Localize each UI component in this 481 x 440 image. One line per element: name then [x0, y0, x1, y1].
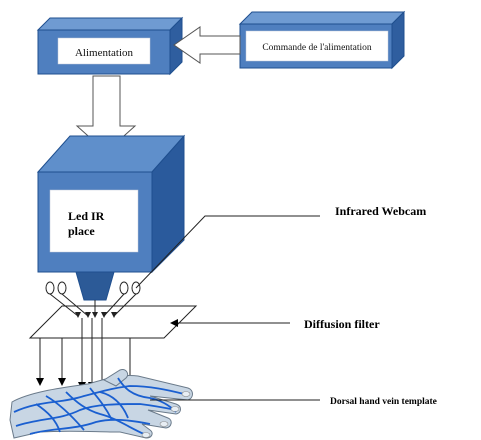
filter-top-points: [75, 312, 117, 318]
power-control-label: Commande de l'alimentation: [262, 43, 372, 53]
power-supply-box: Alimentation: [36, 16, 184, 76]
led-ir-label: Led IR: [68, 209, 105, 223]
power-supply-label: Alimentation: [75, 47, 134, 59]
led-ir-housing: Led IR place: [36, 134, 186, 301]
led-to-filter-rays: [49, 293, 137, 317]
led-ir-label-line2: place: [68, 224, 95, 238]
dorsal-hand-image: [9, 369, 193, 439]
vein-network: [13, 377, 185, 435]
fingernails: [141, 391, 191, 438]
diffusion-filter: [28, 305, 198, 339]
webcam-lens: [75, 271, 115, 301]
webcam-label: Infrared Webcam: [335, 204, 426, 218]
filter-label: Diffusion filter: [304, 317, 380, 331]
webcam-callout-line: [135, 215, 320, 289]
power-control-box: Commande de l'alimentation: [238, 10, 406, 70]
filter-to-hand-rays: [36, 318, 134, 390]
hand-label: Dorsal hand vein template: [330, 397, 437, 407]
control-to-power-arrow: [173, 26, 241, 64]
